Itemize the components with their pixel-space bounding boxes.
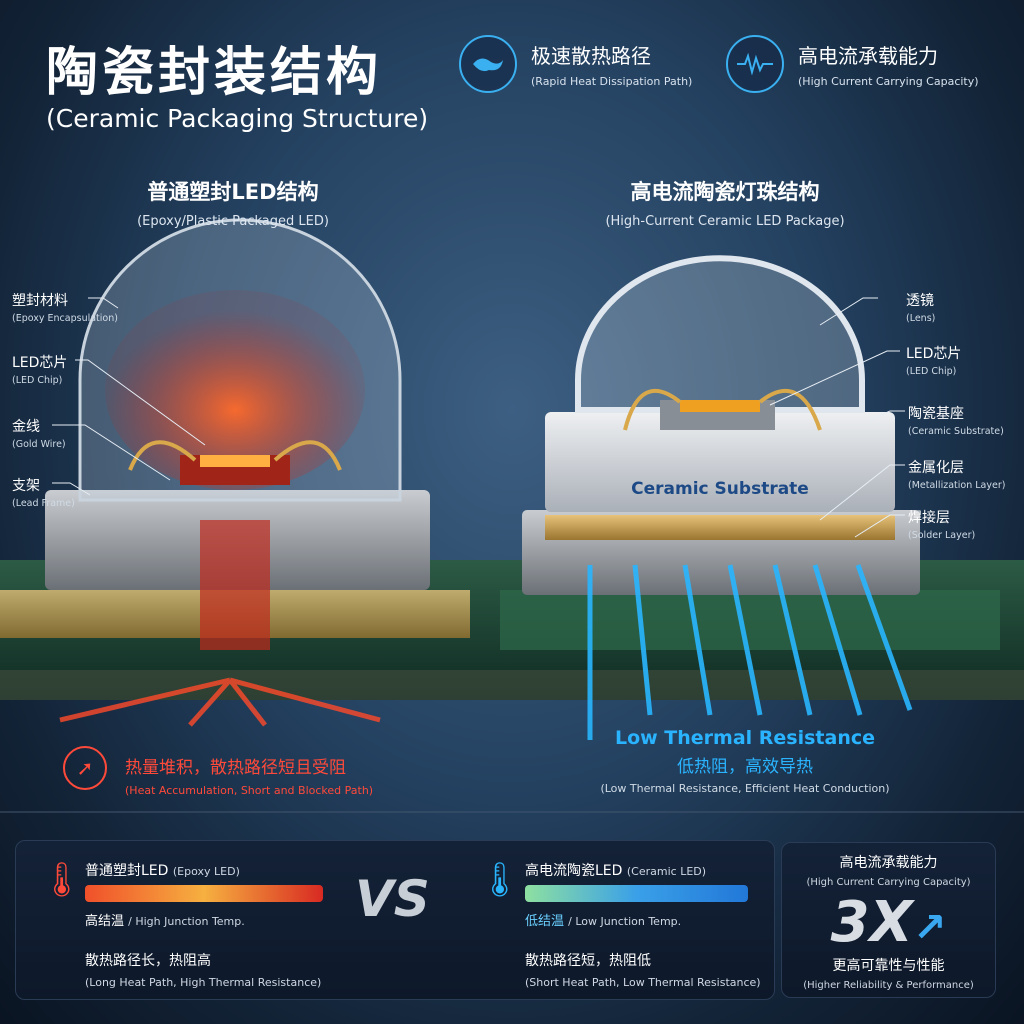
right-caption: Low Thermal Resistance 低热阻，高效导热 (Low The… [600,727,890,795]
label-lens: 透镜(Lens) [906,293,936,324]
left-title: 普通塑封LED结构 [147,180,319,204]
current-wave-icon [726,35,784,93]
label-metallization-layer: 金属化层(Metallization Layer) [908,460,1006,491]
left-subtitle: (Epoxy/Plastic Packaged LED) [137,214,329,229]
label-ceramic-substrate: 陶瓷基座(Ceramic Substrate) [908,406,1004,437]
left-caption: 热量堆积，散热路径短且受阻(Heat Accumulation, Short a… [125,758,374,797]
right-subtitle: (High-Current Ceramic LED Package) [605,214,845,229]
epoxy-led-name: 普通塑封LED (Epoxy LED) [85,863,240,879]
feature-heat-path: 极速散热路径 (Rapid Heat Dissipation Path) [459,35,692,93]
capacity-block: 高电流承载能力 (High Current Carrying Capacity)… [781,852,996,991]
feature-label: 高电流承载能力 [798,44,938,68]
label-epoxy-encapsulation: 塑封材料(Epoxy Encapsulation) [12,293,118,324]
heat-path-icon [459,35,517,93]
substrate-text: Ceramic Substrate [631,479,809,499]
right-title: 高电流陶瓷灯珠结构 [630,180,820,204]
low-temp-bar [525,885,748,902]
comparison-panel [15,840,775,1000]
feature-sub: (High Current Carrying Capacity) [798,75,979,88]
hot-thermometer-icon: 🌡 [40,860,84,900]
label-led-chip: LED芯片(LED Chip) [12,355,68,386]
page-title: 陶瓷封装结构 [46,43,383,103]
vs-label: VS [355,870,430,928]
ceramic-led-name: 高电流陶瓷LED (Ceramic LED) [525,863,707,879]
high-temp-bar [85,885,323,902]
feature-high-current: 高电流承载能力 (High Current Carrying Capacity) [726,35,979,93]
page-subtitle: (Ceramic Packaging Structure) [46,104,429,133]
feature-sub: (Rapid Heat Dissipation Path) [531,75,693,88]
cool-thermometer-icon: 🌡 [478,860,522,900]
ceramic-temp: 低结温 / Low Junction Temp. [525,914,682,929]
epoxy-path: 散热路径长，热阻高(Long Heat Path, High Thermal R… [85,953,322,989]
ceramic-path: 散热路径短，热阻低(Short Heat Path, Low Thermal R… [525,953,761,989]
heat-warning-icon: ➚ [63,746,107,790]
ceramic-led [500,255,1000,740]
right-heading: 高电流陶瓷灯珠结构 (High-Current Ceramic LED Packa… [515,176,935,229]
arrow-up-icon: ↗ [912,905,947,951]
label-solder-layer: 焊接层(Solder Layer) [908,510,976,541]
label-lead-frame: 支架(Lead Frame) [12,478,75,509]
left-heading: 普通塑封LED结构 (Epoxy/Plastic Packaged LED) [23,176,443,229]
capacity-panel [781,842,996,998]
label-led-chip-right: LED芯片(LED Chip) [906,346,962,377]
epoxy-led [0,218,470,727]
epoxy-temp: 高结温 / High Junction Temp. [85,914,245,929]
feature-label: 极速散热路径 [531,44,651,68]
capacity-value: 3X↗ [830,890,947,955]
label-gold-wire: 金线(Gold Wire) [12,419,66,450]
